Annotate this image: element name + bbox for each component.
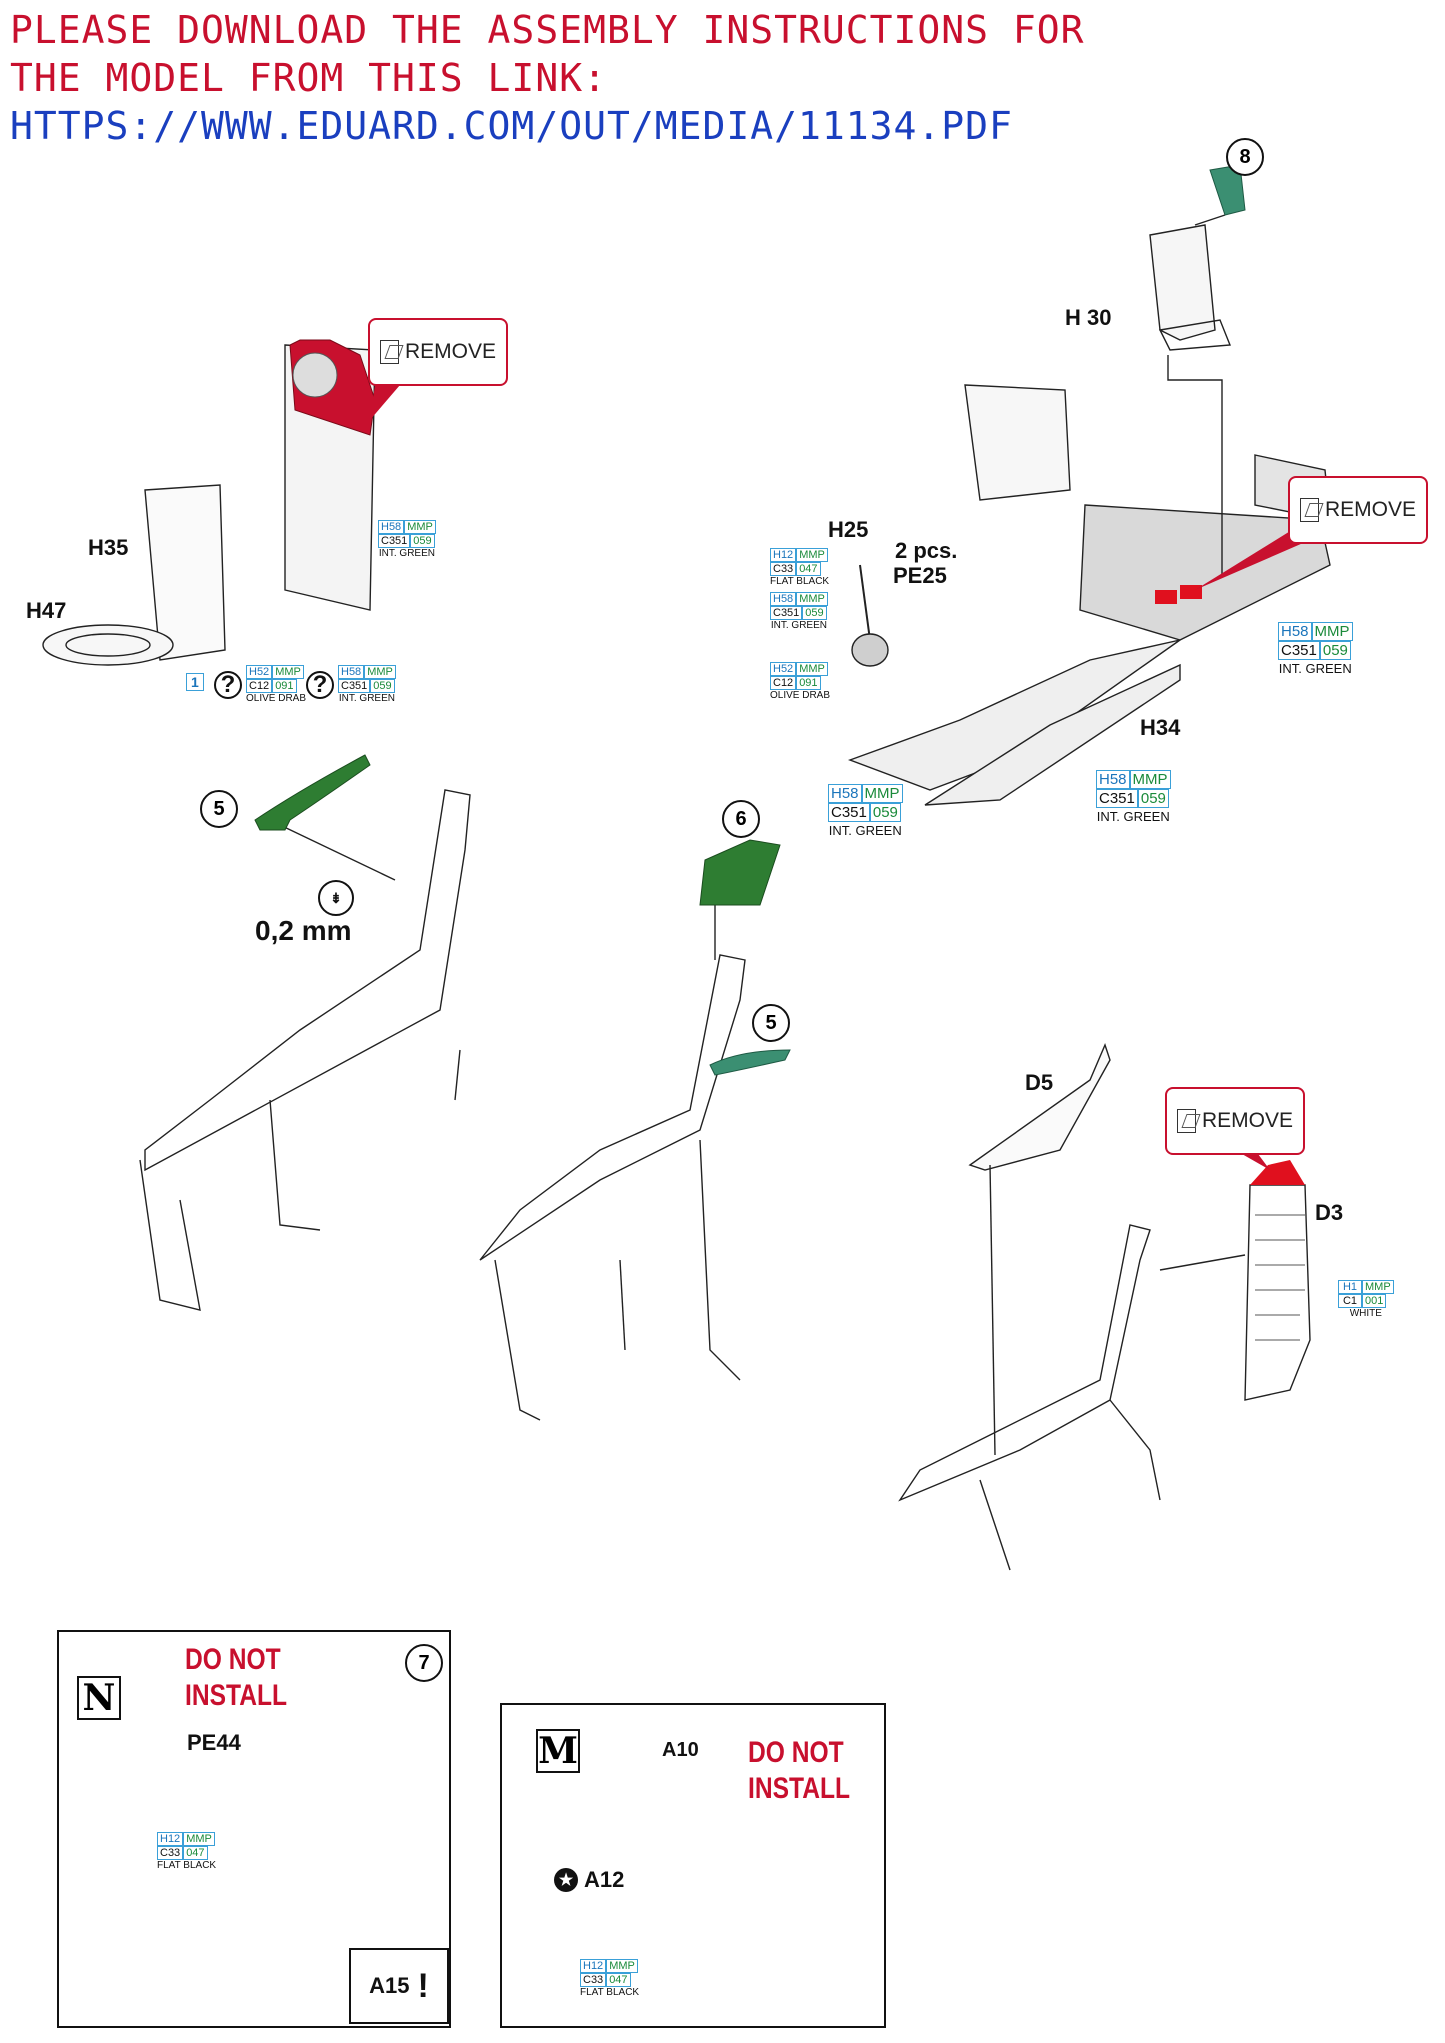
label-h34: H34 xyxy=(1140,715,1181,740)
fuselage-left xyxy=(144,789,471,1172)
h35-frame xyxy=(144,484,226,661)
remove-icon xyxy=(1300,498,1319,522)
step-7: 7 xyxy=(405,1644,443,1682)
remove-icon xyxy=(1177,1109,1196,1133)
step-8: 8 xyxy=(1226,138,1264,176)
ref-1: 1 xyxy=(186,673,204,691)
variant-m-letter: M xyxy=(536,1729,580,1773)
drill-size: 0,2 mm xyxy=(255,915,352,946)
remove-label: REMOVE xyxy=(404,340,496,363)
remove-callout-floor: REMOVE xyxy=(1288,476,1428,544)
a12-group: ★ A12 xyxy=(554,1867,624,1893)
step-5-top: 5 xyxy=(200,790,238,828)
step-5-bottom: 5 xyxy=(752,1004,790,1042)
download-link[interactable]: HTTPS://WWW.EDUARD.COM/OUT/MEDIA/11134.P… xyxy=(10,104,1013,148)
part-5-bottom xyxy=(709,1049,791,1076)
drill-icon: ⇟ xyxy=(318,880,354,916)
step-6: 6 xyxy=(722,800,760,838)
a15-box: A15 ! xyxy=(349,1948,449,2024)
d5-part xyxy=(968,1043,1111,1171)
label-h30: H 30 xyxy=(1065,305,1112,330)
remove-icon xyxy=(380,340,399,364)
h47-cushion xyxy=(42,624,174,666)
remove-callout-seat: REMOVE xyxy=(368,318,508,386)
fuselage-right xyxy=(898,1224,1151,1502)
label-a10: A10 xyxy=(662,1739,699,1761)
part-6 xyxy=(699,839,781,906)
label-pe25: PE25 xyxy=(893,563,947,588)
label-pe44: PE44 xyxy=(187,1730,241,1755)
label-d5: D5 xyxy=(1025,1070,1054,1095)
assembled-seat xyxy=(964,384,1071,501)
header-line-1: PLEASE DOWNLOAD THE ASSEMBLY INSTRUCTION… xyxy=(10,8,1085,52)
d3-part xyxy=(1244,1184,1311,1401)
question-icon: ? xyxy=(214,671,242,699)
label-h35: H35 xyxy=(88,535,129,560)
label-a15: A15 xyxy=(369,1973,410,1998)
label-pe25-qty: 2 pcs. xyxy=(895,538,958,563)
header-line-2: THE MODEL FROM THIS LINK: xyxy=(10,56,607,100)
h30-seat xyxy=(1149,224,1216,341)
star-icon: ★ xyxy=(554,1868,578,1892)
remove-label: REMOVE xyxy=(1324,498,1416,521)
remove-block-2 xyxy=(1180,585,1202,599)
label-h47: H47 xyxy=(26,598,67,623)
floor-h34 xyxy=(1079,504,1331,641)
fuselage-middle xyxy=(479,954,746,1261)
remove-callout-rudder: REMOVE xyxy=(1165,1087,1305,1155)
question-icon: ? xyxy=(306,671,334,699)
part-5-top xyxy=(254,754,371,831)
label-a12: A12 xyxy=(584,1867,625,1892)
remove-label: REMOVE xyxy=(1201,1109,1293,1132)
label-h25: H25 xyxy=(828,517,869,542)
remove-block-1 xyxy=(1155,590,1177,604)
label-d3: D3 xyxy=(1315,1200,1344,1225)
remove-rudder-top xyxy=(1250,1160,1305,1185)
warning-icon: ! xyxy=(417,1966,429,2005)
variant-n-letter: N xyxy=(77,1676,121,1720)
